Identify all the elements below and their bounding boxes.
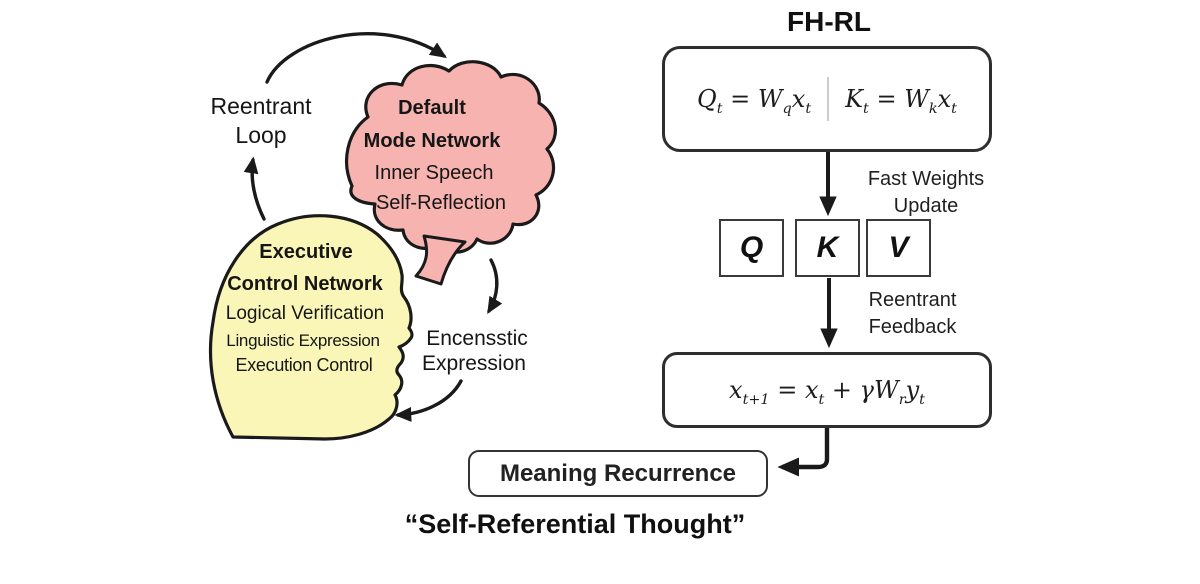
v-box: V [866,219,931,277]
recurrence-elbow-arrow [777,428,830,477]
equation-divider [827,77,830,121]
meaning-recurrence-box: Meaning Recurrence [468,450,768,497]
reentrant-loop-label-line1: Reentrant [210,93,312,119]
reentrant-loop-arrow [265,32,447,84]
head-to-loop-arrow [243,156,266,221]
projection-equation-box: Qt = Wqxt Kt = Wkxt [662,46,992,152]
brain-to-expression-arrow [487,258,503,315]
ecn-head-shape [208,214,414,441]
reentrant-feedback-line1: Reentrant [868,289,957,311]
expression-label-line1: Encensstic [426,327,528,350]
dmn-title-line1: Default [398,97,466,119]
self-referential-thought-caption: “Self-Referential Thought” [404,509,746,539]
expression-to-head-arrow [394,379,463,422]
ecn-title-line2: Control Network [227,273,383,295]
reentrant-feedback-line2: Feedback [868,316,957,338]
q-box: Q [719,219,784,277]
update-equation-box: xt+1 = xt + γWryt [662,352,992,428]
ecn-function-execution-control: Execution Control [235,355,373,375]
ecn-function-linguistic-expression: Linguistic Expression [226,331,380,350]
fast-weights-update-line1: Fast Weights [867,168,985,190]
dmn-function-self-reflection: Self-Reflection [375,192,507,214]
reentrant-feedback-label: Reentrant Feedback [845,287,980,341]
brain-stem-shape [414,234,467,286]
fast-weights-update-label: Fast Weights Update [852,166,1000,220]
fast-weights-update-line2: Update [893,195,959,217]
equation-k: Kt = Wkxt [845,85,957,117]
meaning-recurrence-label: Meaning Recurrence [499,459,737,487]
equation-q: Qt = Wqxt [697,85,812,117]
reentrant-loop-label-line2: Loop [235,122,287,148]
expression-label-line2: Expression [422,352,526,375]
ecn-title-line1: Executive [259,241,353,263]
update-equation: xt+1 = xt + γWryt [729,376,925,408]
k-box: K [795,219,860,277]
fhrl-title: FH-RL [787,6,871,37]
dmn-function-inner-speech: Inner Speech [374,162,494,184]
dmn-brain-shape [345,60,557,254]
dmn-title-line2: Mode Network [363,130,501,152]
ecn-function-logical-verification: Logical Verification [225,303,385,324]
